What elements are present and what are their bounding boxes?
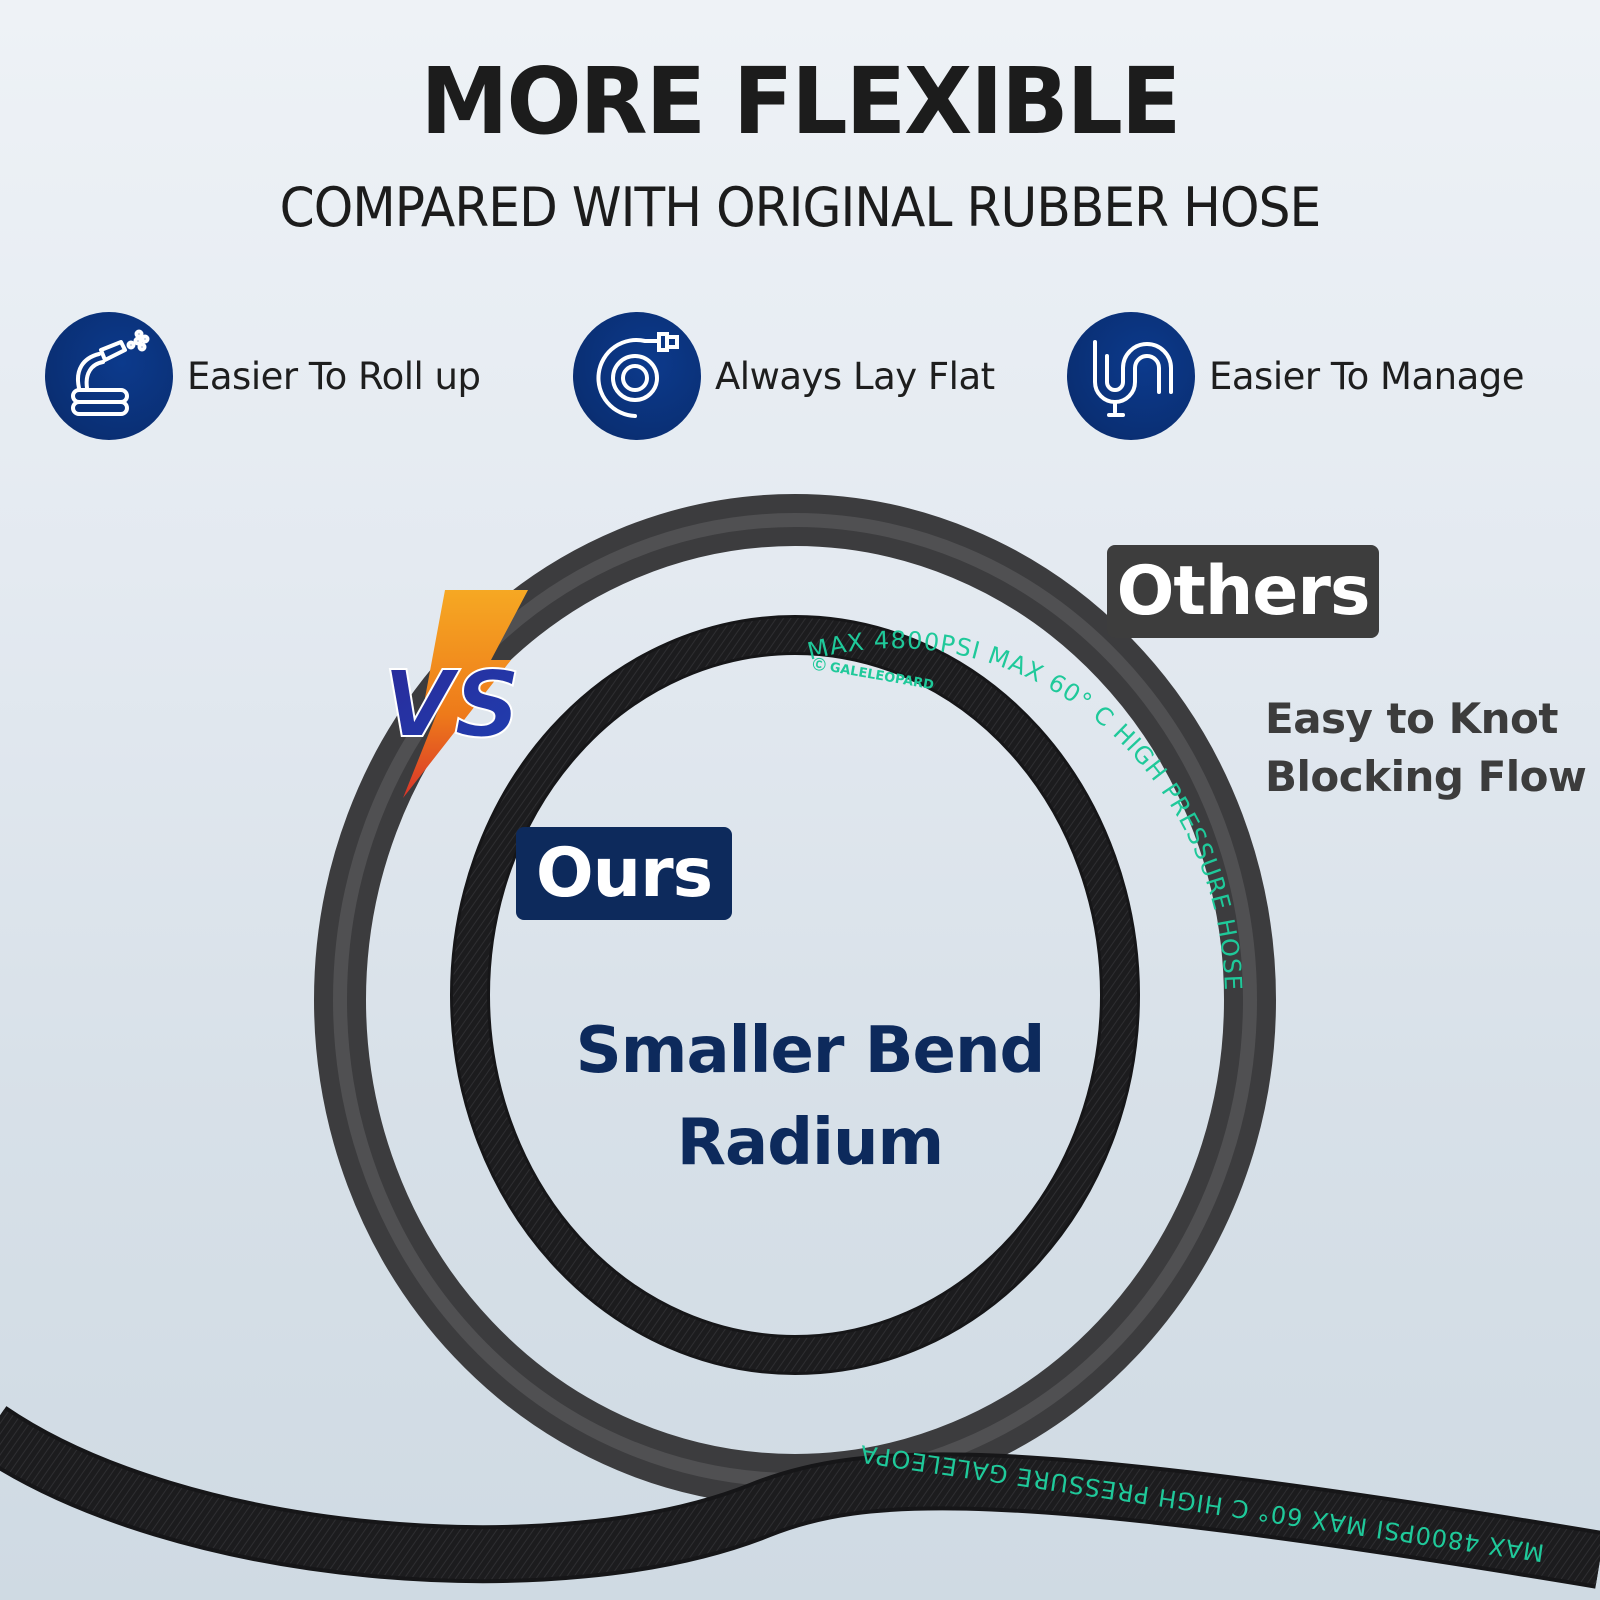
vs-label: VS <box>383 651 520 758</box>
feature-label: Easier To Roll up <box>187 354 481 398</box>
others-desc-line-2: Blocking Flow <box>1265 752 1587 801</box>
page-subtitle: COMPARED WITH ORIGINAL RUBBER HOSE <box>279 176 1322 239</box>
feature-manage: Easier To Manage <box>1067 312 1525 440</box>
feature-label: Easier To Manage <box>1209 354 1525 398</box>
hose-spray-icon <box>45 312 173 440</box>
feature-lay-flat: Always Lay Flat <box>573 312 995 440</box>
feature-label: Always Lay Flat <box>715 354 995 398</box>
vs-badge: VS <box>382 588 533 803</box>
coiled-hose-icon <box>1067 312 1195 440</box>
page-title: MORE FLEXIBLE <box>420 48 1182 155</box>
ours-description: Smaller Bend Radium <box>560 1005 1060 1189</box>
others-description: Easy to Knot Blocking Flow <box>1265 690 1587 806</box>
ours-desc-line-1: Smaller Bend <box>575 1014 1046 1088</box>
ours-desc-line-2: Radium <box>676 1106 944 1180</box>
feature-roll-up: Easier To Roll up <box>45 312 481 440</box>
others-tag: Others <box>1107 545 1379 638</box>
ours-tag: Ours <box>516 827 732 920</box>
others-desc-line-1: Easy to Knot <box>1265 694 1558 743</box>
hose-reel-icon <box>573 312 701 440</box>
